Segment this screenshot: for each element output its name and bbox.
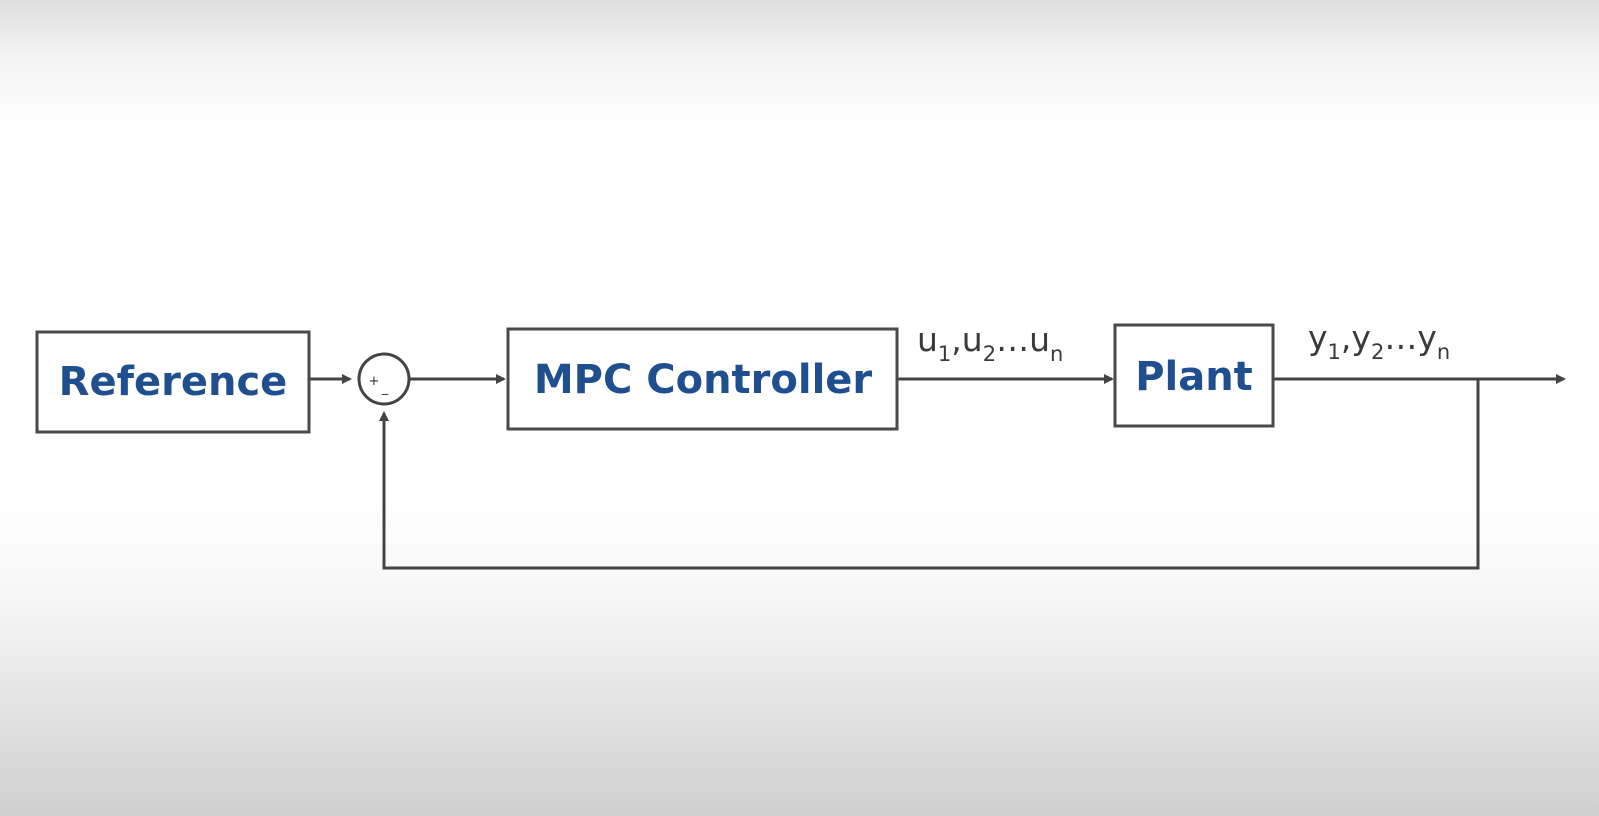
control-signal-symbol-2: u [962,320,983,359]
output-signal-subscript-n: n [1437,340,1450,364]
output-signal-separator: , [1341,318,1352,357]
control-signal-symbol-n: u [1029,320,1050,359]
control-signal-symbol-1: u [917,320,938,359]
output-signal-ellipsis: … [1384,318,1417,357]
output-signal-symbol-2: y [1351,318,1371,357]
reference-block[interactable]: Reference [35,330,311,434]
control-signal-ellipsis: … [996,320,1029,359]
control-signal-subscript-1: 1 [938,342,951,366]
mpc-controller-block-frame [506,327,899,431]
summing-junction-minus-sign: _ [381,381,389,396]
plant-block-label: Plant [1135,354,1253,400]
mpc-controller-block[interactable]: MPC Controller [506,327,899,431]
control-signal-separator: , [951,320,962,359]
control-signal-subscript-2: 2 [983,342,996,366]
control-signals-label: u1,u2…un [917,320,1063,366]
output-signal-symbol-1: y [1308,318,1328,357]
summing-junction-circle [357,352,411,406]
output-signal-subscript-1: 1 [1328,340,1341,364]
output-signal-symbol-n: y [1417,318,1437,357]
plant-block-frame [1113,323,1275,428]
control-signal-subscript-n: n [1050,342,1063,366]
summing-junction[interactable]: + _ [357,352,411,406]
feedback-loop-wire [379,379,1480,570]
mpc-controller-block-label: MPC Controller [534,357,873,403]
reference-block-frame [35,330,311,434]
plant-block[interactable]: Plant [1113,323,1275,428]
output-signals-label: y1,y2…yn [1308,318,1450,364]
summing-junction-plus-sign: + [369,374,380,389]
reference-block-label: Reference [59,359,288,405]
output-signal-subscript-2: 2 [1371,340,1384,364]
